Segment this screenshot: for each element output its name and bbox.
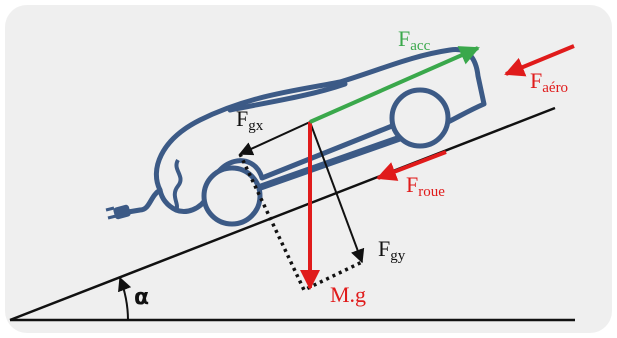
angle-label: α — [134, 285, 149, 310]
f-roue-label: Froue — [406, 172, 445, 200]
f-aero-arrow — [504, 44, 575, 77]
f-gy-arrow — [309, 121, 365, 264]
rear-wheel — [201, 165, 263, 227]
weight-label: M.g — [330, 282, 366, 307]
plug-icon — [105, 204, 131, 220]
f-gx-label: Fgx — [236, 106, 264, 134]
f-acc-label: Facc — [398, 26, 431, 54]
projection-dotted — [238, 153, 363, 293]
f-aero-label: Faéro — [530, 68, 568, 96]
incline-line — [9, 106, 556, 322]
f-acc-arrow — [309, 46, 480, 124]
f-gy-label: Fgy — [378, 236, 406, 264]
front-wheel — [389, 87, 451, 149]
charging-cable — [172, 158, 183, 212]
f-gx-arrow — [238, 121, 311, 156]
angle-arc — [118, 276, 132, 321]
f-roue-arrow — [376, 150, 447, 181]
